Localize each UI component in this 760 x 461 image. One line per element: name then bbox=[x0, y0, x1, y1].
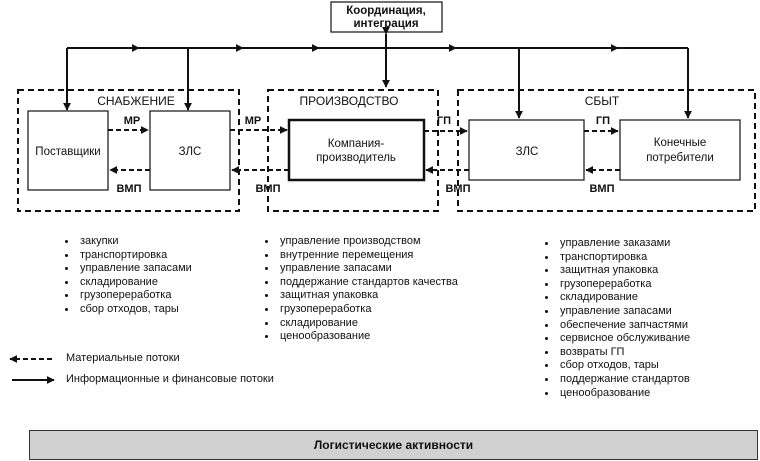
list-item: поддержание стандартов bbox=[544, 373, 690, 387]
flow-label-vmp-3: ВМП bbox=[445, 183, 470, 195]
flow-label-vmp-1: ВМП bbox=[116, 183, 141, 195]
zls-sales-box bbox=[468, 119, 585, 181]
list-item: ценообразование bbox=[264, 330, 458, 344]
list-item: обеспечение запчастями bbox=[544, 319, 690, 333]
legend-material-label: Материальные потоки bbox=[66, 352, 180, 364]
consumers-box bbox=[619, 119, 741, 181]
coordination-label-line2: интеграция bbox=[353, 18, 418, 30]
list-item: управление запасами bbox=[544, 305, 690, 319]
supply-activities-list: закупки транспортировка управление запас… bbox=[64, 235, 192, 317]
list-item: управление запасами bbox=[264, 262, 458, 276]
sales-section-frame bbox=[457, 89, 756, 212]
sales-activities-list: управление заказами транспортировка защи… bbox=[544, 237, 690, 400]
list-item: управление производством bbox=[264, 235, 458, 249]
sales-section-title: СБЫТ bbox=[585, 94, 620, 108]
list-item: сервисное обслуживание bbox=[544, 332, 690, 346]
suppliers-label: Поставщики bbox=[35, 146, 100, 158]
logistics-activities-bar: Логистические активности bbox=[29, 430, 758, 460]
zls-supply-box bbox=[149, 110, 231, 191]
company-box bbox=[287, 118, 426, 182]
consumers-label-line1: Конечные bbox=[654, 137, 706, 149]
production-section-frame bbox=[267, 89, 439, 212]
list-item: складирование bbox=[264, 317, 458, 331]
list-item: управление заказами bbox=[544, 237, 690, 251]
list-item: внутренние перемещения bbox=[264, 249, 458, 263]
list-item: сбор отходов, тары bbox=[544, 359, 690, 373]
zls-sales-label: ЗЛС bbox=[516, 146, 539, 158]
list-item: складирование bbox=[64, 276, 192, 290]
flow-label-gp-2: ГП bbox=[596, 115, 610, 127]
list-item: поддержание стандартов качества bbox=[264, 276, 458, 290]
list-item: управление запасами bbox=[64, 262, 192, 276]
flow-label-mr-2: МР bbox=[245, 115, 262, 127]
supply-section-frame bbox=[17, 89, 240, 212]
supply-section-title: СНАБЖЕНИЕ bbox=[97, 94, 175, 108]
list-item: грузопереработка bbox=[264, 303, 458, 317]
flow-label-gp-1: ГП bbox=[437, 115, 451, 127]
list-item: возвраты ГП bbox=[544, 346, 690, 360]
zls-supply-label: ЗЛС bbox=[179, 146, 202, 158]
list-item: закупки bbox=[64, 235, 192, 249]
list-item: защитная упаковка bbox=[544, 264, 690, 278]
flow-label-vmp-2: ВМП bbox=[255, 183, 280, 195]
list-item: транспортировка bbox=[544, 251, 690, 265]
flow-label-vmp-4: ВМП bbox=[589, 183, 614, 195]
list-item: складирование bbox=[544, 291, 690, 305]
list-item: сбор отходов, тары bbox=[64, 303, 192, 317]
production-activities-list: управление производством внутренние пере… bbox=[264, 235, 458, 344]
list-item: грузопереработка bbox=[64, 289, 192, 303]
company-label-line2: производитель bbox=[316, 152, 396, 164]
list-item: транспортировка bbox=[64, 249, 192, 263]
list-item: ценообразование bbox=[544, 387, 690, 401]
coordination-label-line1: Координация, bbox=[346, 5, 426, 17]
flow-label-mr-1: МР bbox=[124, 115, 141, 127]
suppliers-box bbox=[27, 110, 109, 191]
consumers-label-line2: потребители bbox=[646, 152, 714, 164]
list-item: защитная упаковка bbox=[264, 289, 458, 303]
legend-info-label: Информационные и финансовые потоки bbox=[66, 373, 274, 385]
company-label-line1: Компания- bbox=[328, 138, 385, 150]
list-item: грузопереработка bbox=[544, 278, 690, 292]
production-section-title: ПРОИЗВОДСТВО bbox=[300, 94, 399, 108]
